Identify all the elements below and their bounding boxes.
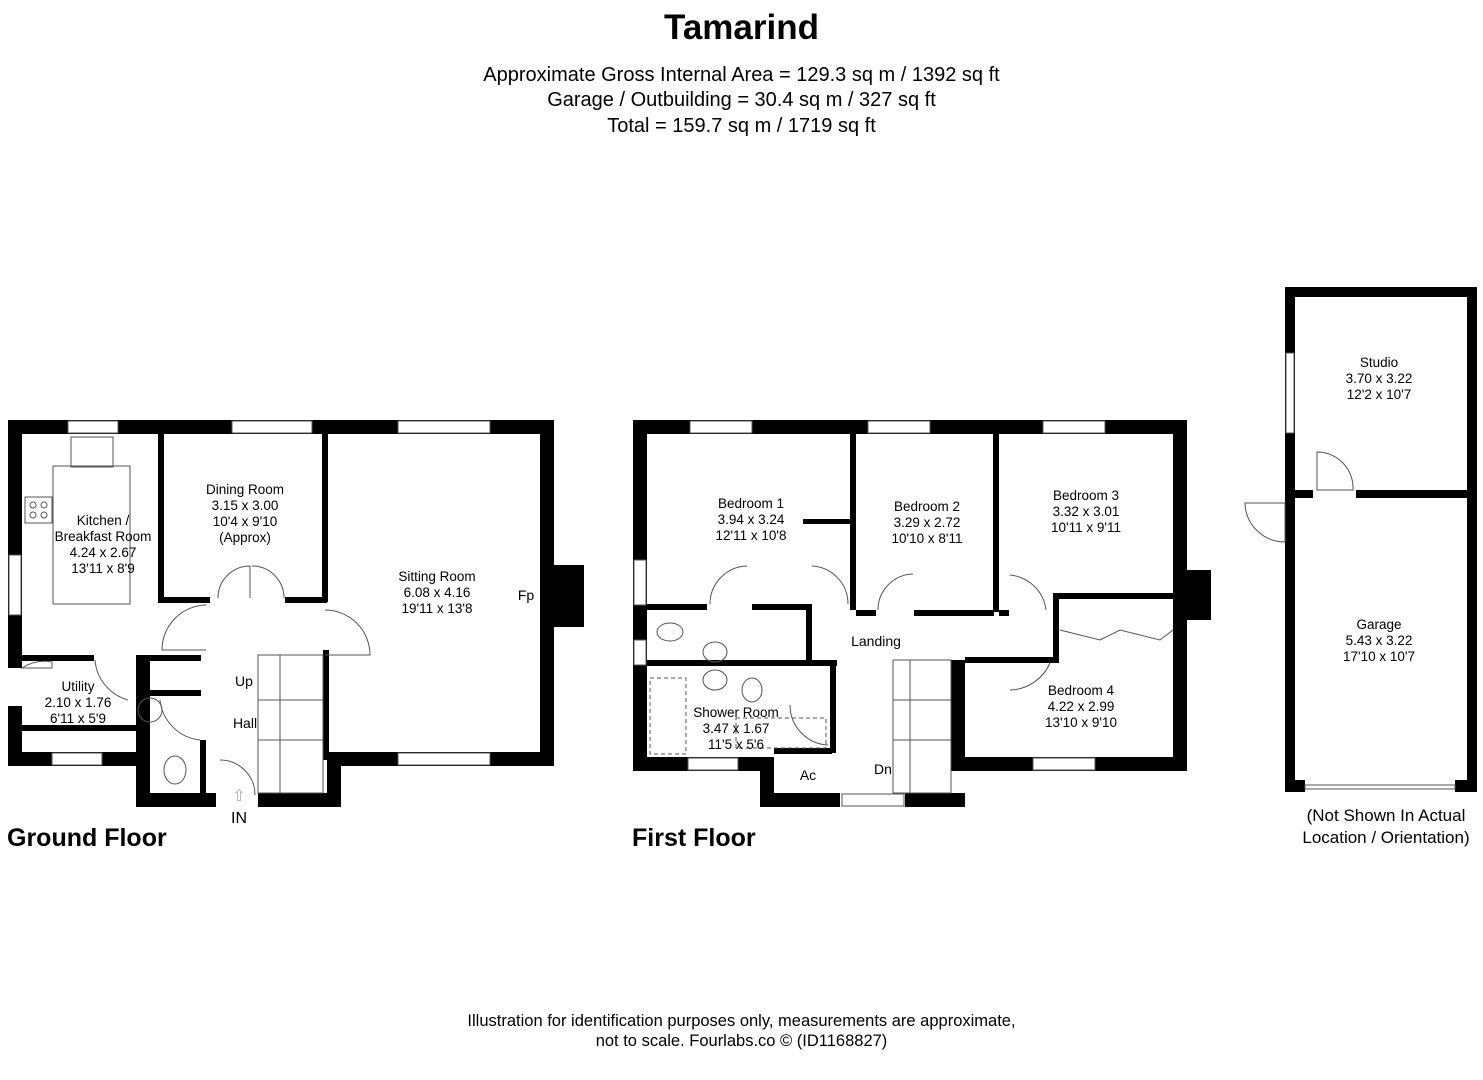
room-kitchen-breakfast: Kitchen / Breakfast Room 4.24 x 2.67 13'… xyxy=(54,513,152,576)
first-floor-fixtures xyxy=(633,420,1174,807)
gross-internal-area: Approximate Gross Internal Area = 129.3 … xyxy=(483,64,1000,86)
entrance-label: IN xyxy=(231,810,247,827)
room-dining: Dining Room 3.15 x 3.00 10'4 x 9'10 (App… xyxy=(205,482,285,545)
first-floor-heading: First Floor xyxy=(632,824,756,852)
room-bedroom-3: Bedroom 3 3.32 x 3.01 10'11 x 9'11 xyxy=(1051,488,1121,535)
room-shower: Shower Room 3.47 x 1.67 11'5 x 5'6 xyxy=(693,705,779,752)
hall-label: Hall xyxy=(232,715,258,731)
outbuilding-fixtures xyxy=(1244,352,1456,790)
room-bedroom-1: Bedroom 1 3.94 x 3.24 12'11 x 10'8 xyxy=(715,496,787,543)
room-bedroom-4: Bedroom 4 4.22 x 2.99 13'10 x 9'10 xyxy=(1045,683,1117,730)
ground-floor-walls xyxy=(8,420,584,807)
entrance-arrow-icon: ⇧ xyxy=(232,788,246,805)
room-sitting: Sitting Room 6.08 x 4.16 19'11 x 13'8 xyxy=(398,569,476,616)
room-utility: Utility 2.10 x 1.76 6'11 x 5'9 xyxy=(44,679,112,726)
total-area: Total = 159.7 sq m / 1719 sq ft xyxy=(607,115,876,137)
property-title: Tamarind xyxy=(664,8,819,47)
ground-floor-fixtures xyxy=(8,420,491,796)
fireplace-marker: Fp xyxy=(517,587,535,603)
stairs-up-label: Up xyxy=(235,673,253,689)
ground-floor-heading: Ground Floor xyxy=(7,824,167,852)
disclaimer-footer: Illustration for identification purposes… xyxy=(467,1012,1016,1050)
room-garage: Garage 5.43 x 3.22 17'10 x 10'7 xyxy=(1343,617,1415,664)
landing-label: Landing xyxy=(851,633,901,649)
garage-outbuilding-area: Garage / Outbuilding = 30.4 sq m / 327 s… xyxy=(547,89,936,111)
room-bedroom-2: Bedroom 2 3.29 x 2.72 10'10 x 8'11 xyxy=(891,499,963,546)
room-studio: Studio 3.70 x 3.22 12'2 x 10'7 xyxy=(1345,355,1413,402)
outbuilding-walls xyxy=(1285,287,1477,792)
outbuilding-location-note: (Not Shown In Actual Location / Orientat… xyxy=(1302,806,1470,847)
airing-cupboard-label: Ac xyxy=(799,767,817,783)
stairs-down-label: Dn xyxy=(874,761,892,777)
